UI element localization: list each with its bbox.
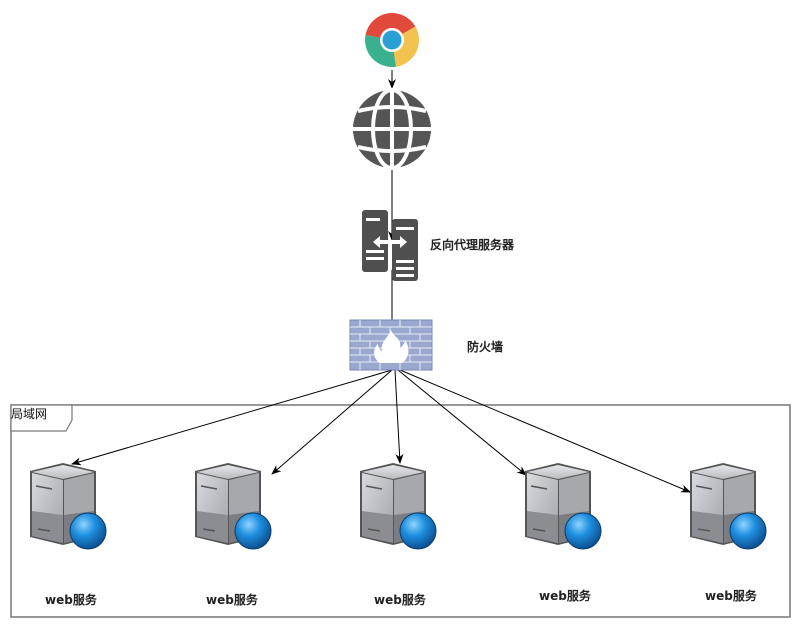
web-server-label: web服务 <box>206 593 258 607</box>
web-server-1 <box>29 462 107 550</box>
proxy-label: 反向代理服务器 <box>430 238 515 252</box>
chrome-icon <box>365 13 420 67</box>
web-server-3 <box>359 462 437 550</box>
web-server-5 <box>689 462 767 550</box>
connectors <box>71 70 691 493</box>
web-server-label: web服务 <box>539 589 591 603</box>
edge-firewall-server-4 <box>397 369 527 476</box>
web-server-label: web服务 <box>45 593 97 607</box>
globe-icon <box>353 88 431 170</box>
lan-zone-label: 局域网 <box>11 407 48 421</box>
edge-firewall-server-2 <box>271 369 393 475</box>
web-server-label: web服务 <box>705 589 757 603</box>
web-server-4 <box>524 462 602 550</box>
edge-firewall-server-1 <box>71 369 393 466</box>
web-server-label: web服务 <box>374 593 426 607</box>
edge-firewall-server-3 <box>394 369 404 464</box>
firewall-label: 防火墙 <box>467 340 504 354</box>
web-server-2 <box>194 462 272 550</box>
firewall-icon <box>349 319 433 371</box>
edge-firewall-server-5 <box>399 369 691 493</box>
reverse-proxy-server-icon <box>362 210 418 281</box>
